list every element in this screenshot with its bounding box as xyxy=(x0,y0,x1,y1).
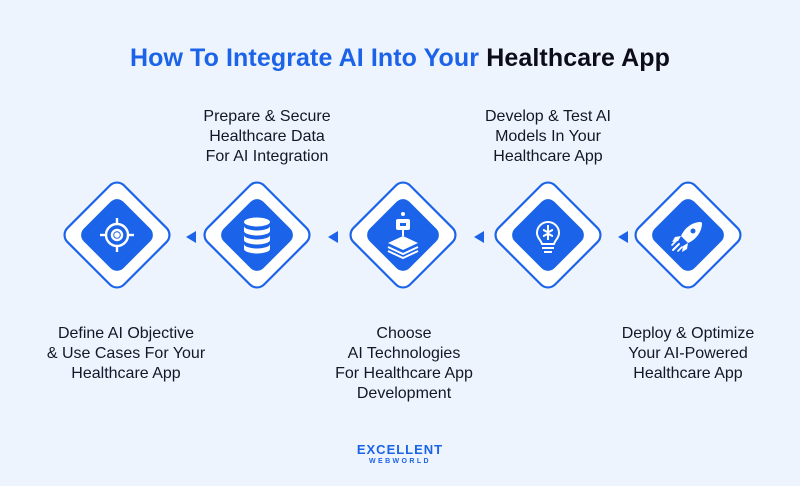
arrow-3-4 xyxy=(474,231,484,243)
brand-name-line2: WEBWORLD xyxy=(369,458,431,465)
step-1-label: Define AI Objective & Use Cases For Your… xyxy=(46,325,206,382)
brain-bulb-icon xyxy=(535,221,561,253)
page-title: How To Integrate AI Into Your Healthcare… xyxy=(0,44,800,73)
target-icon xyxy=(100,218,134,252)
ai-layers-icon xyxy=(387,212,419,260)
arrow-2-3 xyxy=(328,231,338,243)
step-2-label: Prepare & Secure Healthcare Data For AI … xyxy=(203,108,331,165)
step-5-label: Deploy & Optimize Your AI-Powered Health… xyxy=(621,325,755,382)
arrow-4-5 xyxy=(618,231,628,243)
step-3-label: Choose AI Technologies For Healthcare Ap… xyxy=(335,325,473,402)
brand-name-line1: EXCELLENT xyxy=(356,442,444,457)
step-4-label: Develop & Test AI Models In Your Healthc… xyxy=(485,108,611,165)
arrow-1-2 xyxy=(186,231,196,243)
title-part-dark: Healthcare App xyxy=(486,44,671,72)
rocket-icon xyxy=(671,222,702,252)
brand-logo: EXCELLENT WEBWORLD xyxy=(350,443,450,466)
title-part-highlight: How To Integrate AI Into Your xyxy=(129,44,480,72)
database-icon xyxy=(244,217,270,254)
